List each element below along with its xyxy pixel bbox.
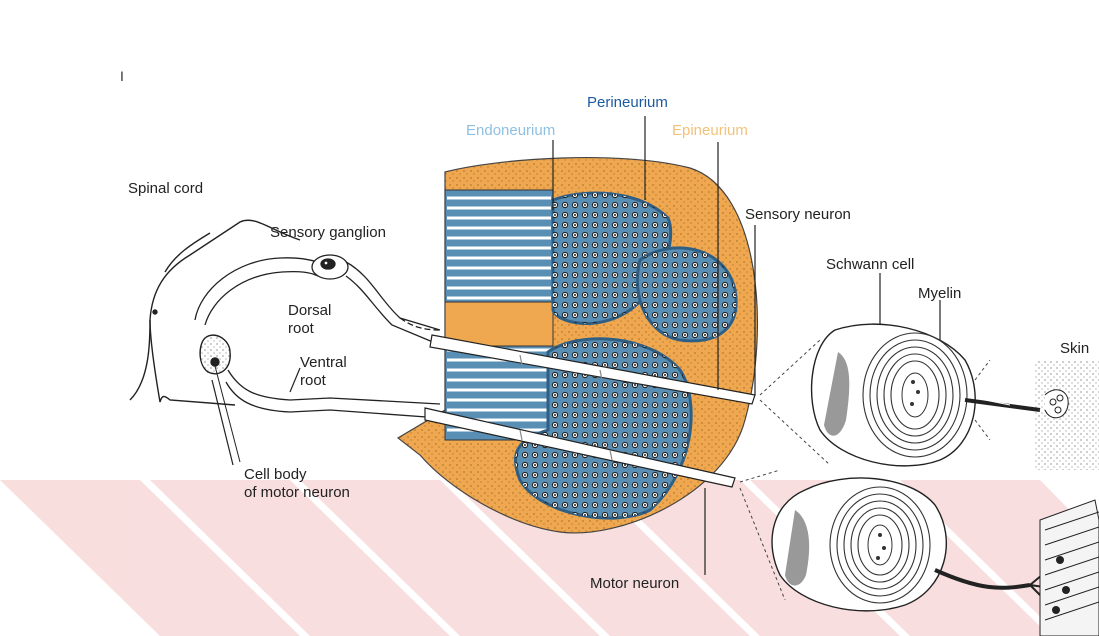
dorsal-root xyxy=(195,255,440,345)
label-epineurium: Epineurium xyxy=(672,122,748,140)
figure-marker: I xyxy=(120,68,124,84)
label-ventral-root-1: Ventral xyxy=(300,354,347,372)
label-cell-body-1: Cell body xyxy=(244,466,307,484)
label-endoneurium: Endoneurium xyxy=(466,122,555,140)
label-ventral-root-2: root xyxy=(300,372,326,390)
label-skin: Skin xyxy=(1060,340,1089,358)
label-sensory-ganglion: Sensory ganglion xyxy=(270,224,386,242)
label-perineurium: Perineurium xyxy=(587,94,668,112)
sensory-fiber-detail xyxy=(812,324,1099,470)
label-dorsal-root-1: Dorsal xyxy=(288,302,331,320)
label-schwann-cell: Schwann cell xyxy=(826,256,914,274)
label-cell-body-2: of motor neuron xyxy=(244,484,350,502)
ventral-root xyxy=(215,366,440,462)
label-sensory-neuron: Sensory neuron xyxy=(745,206,851,224)
label-dorsal-root-2: root xyxy=(288,320,314,338)
spinal-cord xyxy=(130,220,300,405)
label-spinal-cord: Spinal cord xyxy=(128,180,203,198)
label-myelin: Myelin xyxy=(918,285,961,303)
label-motor-neuron: Motor neuron xyxy=(590,575,679,593)
